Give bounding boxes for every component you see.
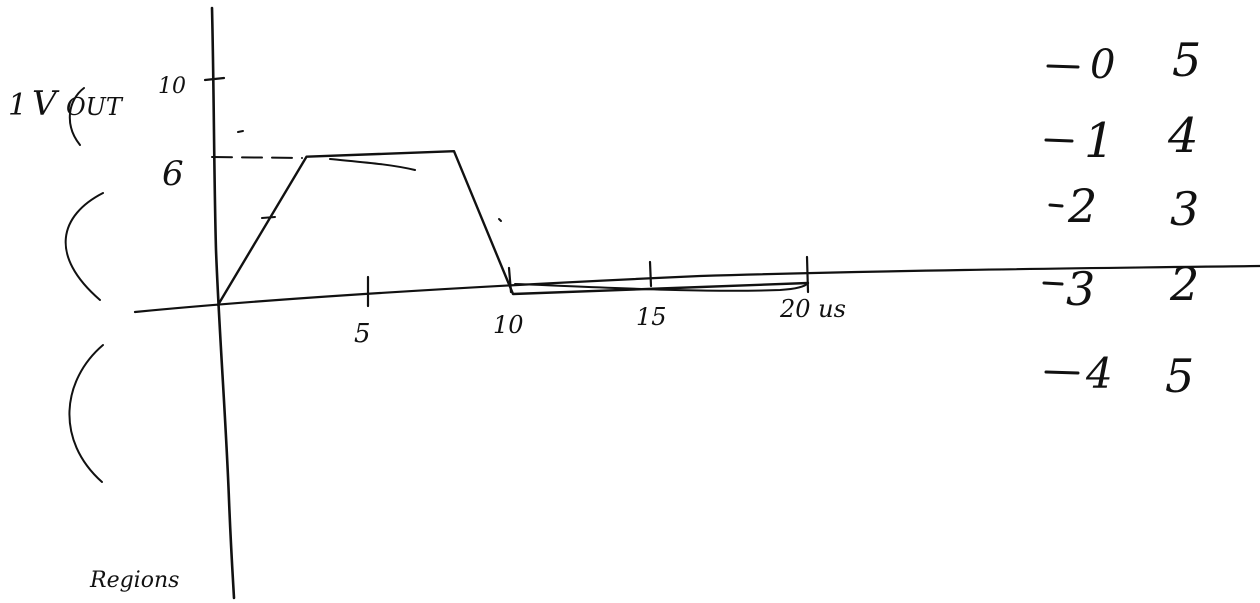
plateau-overdraw [329, 158, 416, 171]
region-bracket-lower [68, 344, 104, 483]
region-list: 0 5 1 4 2 3 3 2 4 5 [1042, 33, 1201, 403]
list-dash [1046, 64, 1080, 69]
list-dash [1044, 370, 1080, 375]
x-tick-label-5: 5 [354, 319, 371, 349]
list-item: 2 3 [1048, 179, 1199, 236]
list-left-value: 2 [1067, 179, 1097, 233]
list-item: 0 5 [1046, 33, 1201, 88]
x-axis-line [133, 264, 1260, 314]
list-dash [1044, 138, 1074, 143]
list-right-value: 5 [1172, 33, 1201, 87]
y-tick-10 [203, 76, 226, 82]
list-left-value: 0 [1090, 42, 1115, 88]
list-right-value: 5 [1165, 349, 1194, 403]
y-axis-line [210, 6, 236, 600]
list-dash [1048, 203, 1064, 208]
list-item: 4 5 [1044, 349, 1194, 403]
y-guide-dashed-6 [211, 156, 303, 159]
region-bracket-upper [64, 192, 104, 301]
waveform-line [216, 149, 810, 307]
list-dash [1042, 281, 1064, 286]
x-tick-label-10: 10 [493, 311, 524, 339]
y-tick-label-6: 6 [162, 154, 184, 194]
y-prefix-label: 1 [8, 88, 27, 123]
list-item: 3 2 [1042, 257, 1199, 316]
list-left-value: 3 [1066, 262, 1095, 316]
y-tick-label-10: 10 [158, 74, 186, 99]
stray-mark-mid [261, 216, 276, 219]
waveform-series [216, 149, 810, 307]
regions-label: Regions [89, 568, 179, 593]
subscript-bracket-mark [68, 87, 85, 146]
x-tick-label-15: 15 [636, 303, 667, 331]
list-left-value: 4 [1085, 349, 1113, 398]
stray-mark-top [237, 130, 244, 133]
list-right-value: 2 [1169, 257, 1199, 311]
list-right-value: 4 [1167, 108, 1199, 164]
x-tick-15 [648, 260, 653, 288]
list-left-value: 1 [1084, 113, 1115, 169]
baseline-overdraw [514, 282, 809, 292]
stray-mark-right [498, 218, 502, 222]
list-item: 1 4 [1044, 108, 1199, 169]
y-axis-label: V [32, 84, 60, 124]
list-right-value: 3 [1170, 182, 1199, 236]
x-tick-label-20: 20 us [779, 295, 846, 323]
x-tick-20 [805, 255, 810, 294]
